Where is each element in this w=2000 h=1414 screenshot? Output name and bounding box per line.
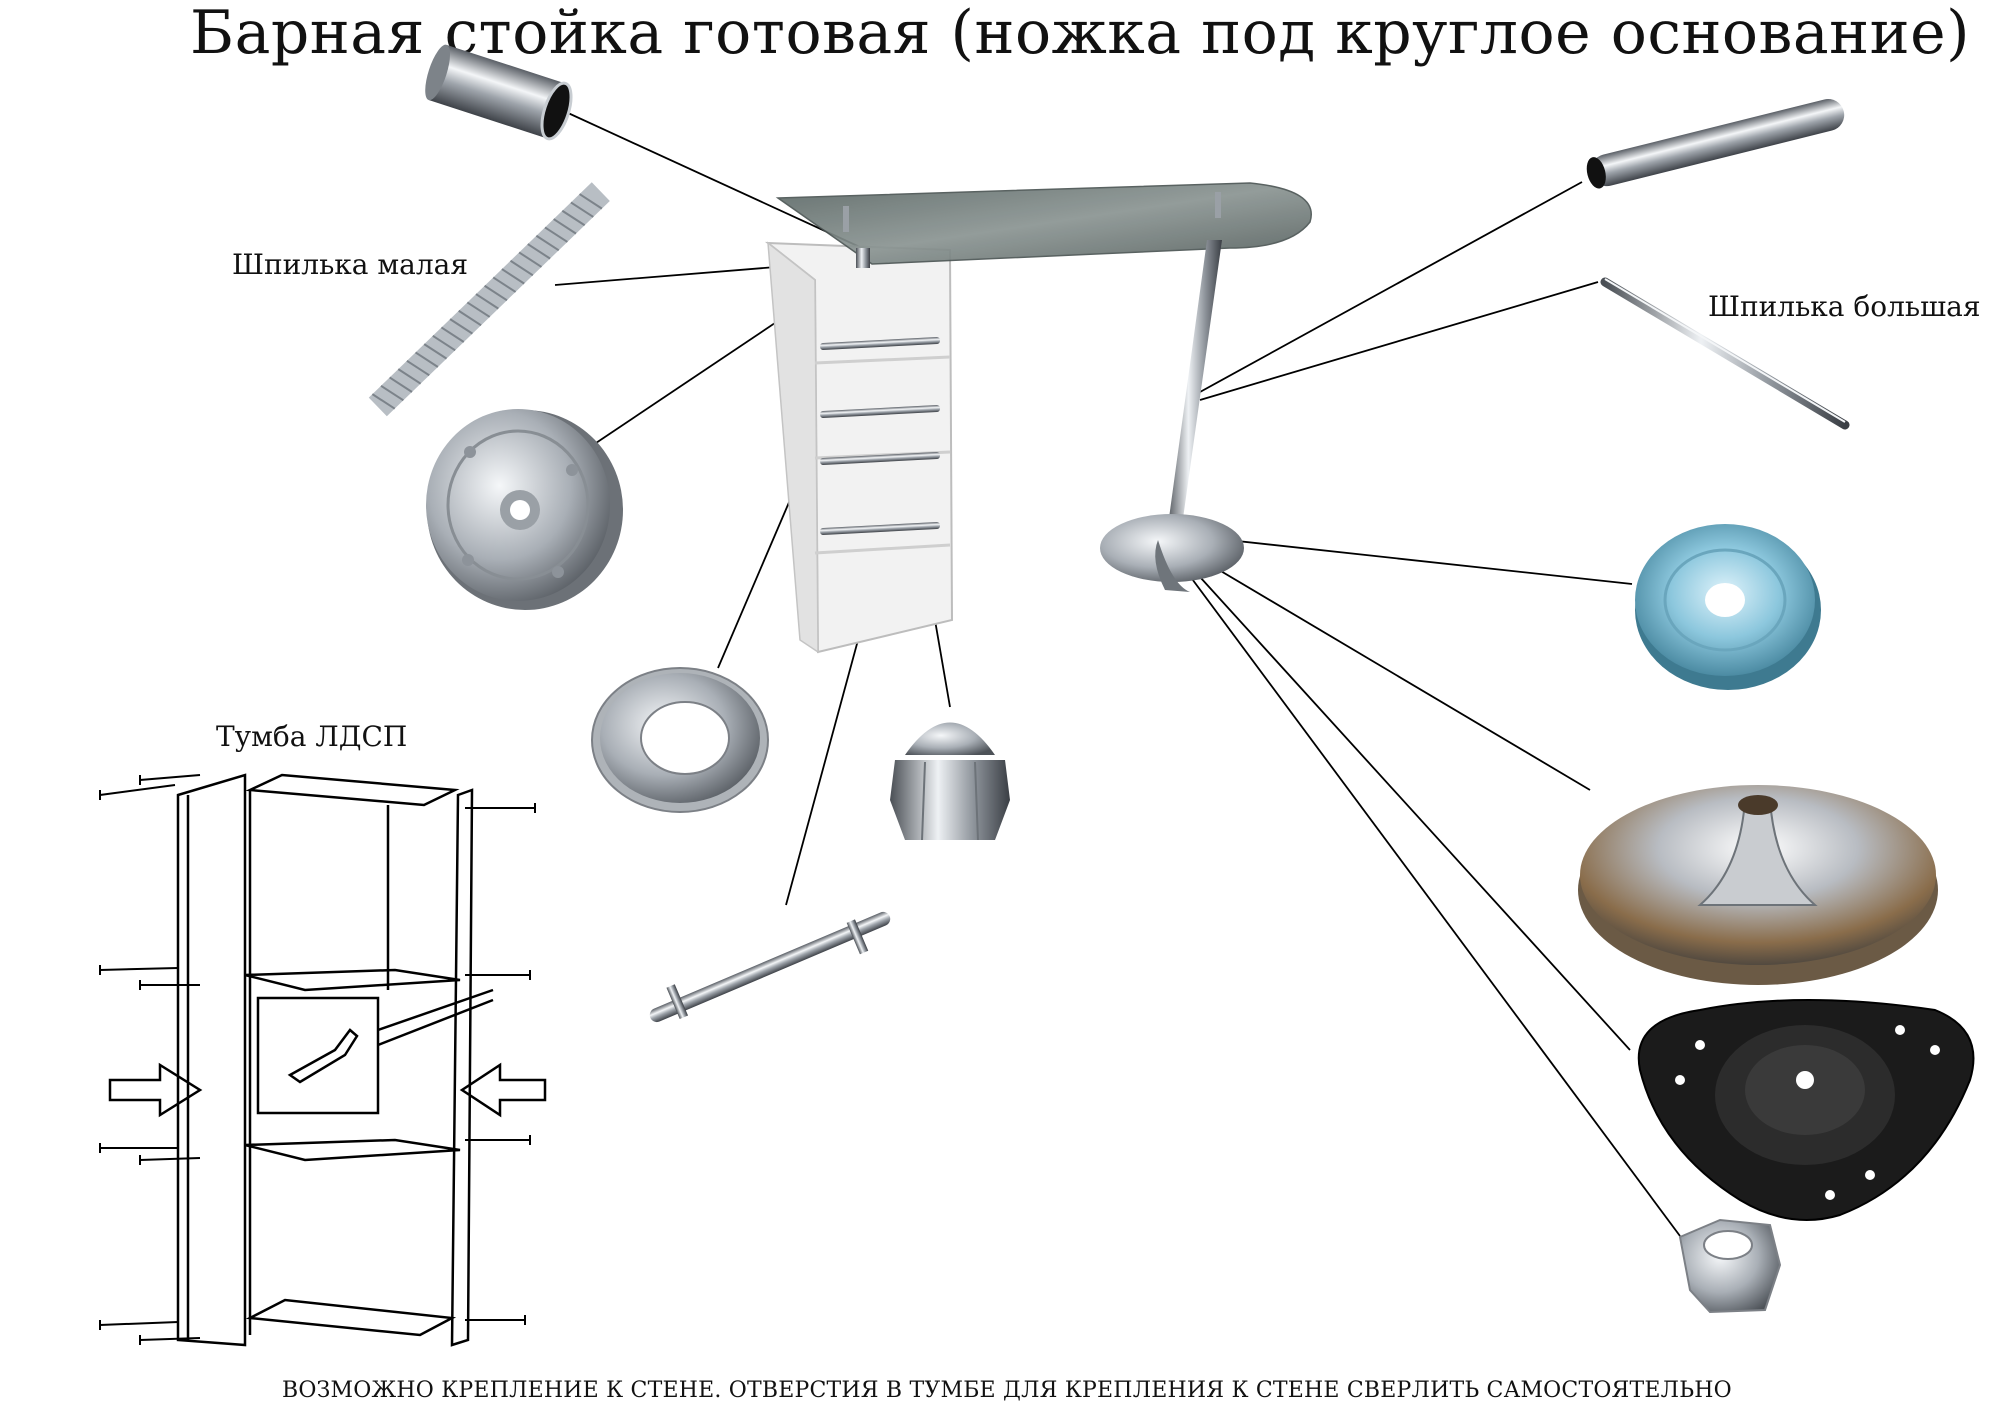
cabinet-right-panel — [450, 788, 474, 1347]
counter-base — [1100, 514, 1244, 582]
leader-bowl — [1181, 547, 1591, 791]
disc-blue — [1635, 524, 1821, 690]
washer — [591, 667, 769, 813]
leader-black-plate — [1179, 554, 1631, 1051]
arrow-left-icon — [459, 1062, 547, 1118]
leader-hex-nut — [1177, 559, 1681, 1237]
glass-top — [775, 182, 1312, 265]
pipe-large — [1586, 98, 1845, 189]
label-cabinet: Тумба ЛДСП — [216, 720, 408, 753]
black-mount-plate — [1637, 999, 1975, 1221]
leader-disc-blue — [1181, 534, 1633, 585]
leader-pipe-large — [1199, 181, 1583, 393]
confirmat-screws — [99, 774, 536, 1345]
leader-lines — [554, 106, 1681, 1237]
leader-stud-large — [1199, 281, 1599, 401]
cabinet-shelf-1 — [244, 968, 461, 992]
stud-large — [1600, 277, 1850, 430]
stud-small — [368, 182, 610, 417]
counter-leg — [1166, 240, 1222, 540]
arrow-right-icon — [108, 1062, 203, 1118]
handle — [649, 911, 891, 1023]
bar-counter — [764, 182, 1312, 654]
base-bowl — [1578, 785, 1938, 985]
disc-small — [426, 409, 623, 610]
footer-note: ВОЗМОЖНО КРЕПЛЕНИЕ К СТЕНЕ. ОТВЕРСТИЯ В … — [282, 1378, 1732, 1403]
leader-pipe-small — [554, 106, 863, 249]
hex-key-inset — [256, 996, 380, 1115]
label-stud-small: Шпилька малая — [232, 248, 469, 281]
counter-cabinet — [764, 241, 954, 654]
cabinet-top — [245, 773, 460, 807]
label-stud-large: Шпилька большая — [1708, 290, 1981, 323]
cabinet-bottom — [245, 1298, 457, 1337]
hex-nut — [1678, 1218, 1782, 1314]
pipe-small — [425, 44, 573, 141]
cabinet-shelf-2 — [244, 1138, 461, 1162]
cap-nut — [890, 722, 1010, 841]
top-fastener — [856, 248, 870, 268]
cabinet-exploded-drawing — [99, 773, 547, 1347]
page-title: Барная стойка готовая (ножка под круглое… — [190, 0, 1971, 68]
hex-key-icon — [287, 1028, 359, 1084]
